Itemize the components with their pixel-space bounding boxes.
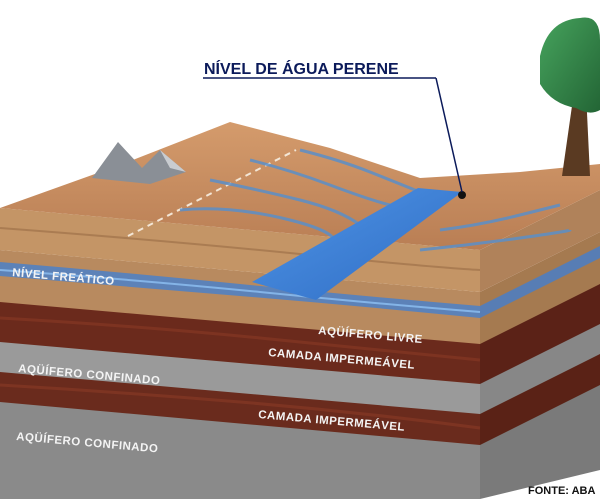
impermeable-lower-streak xyxy=(0,383,481,430)
impermeable-layer-lower-side xyxy=(480,352,600,445)
impermeable-layer-upper-front xyxy=(0,300,480,384)
impermeable-layer-lower-front xyxy=(0,370,480,445)
rock-highlight xyxy=(160,150,186,172)
confined-aquifer-upper-front xyxy=(0,340,480,414)
tree-trunk xyxy=(562,92,590,176)
topsoil-front xyxy=(0,208,480,292)
source-label: FONTE: ABA xyxy=(528,485,595,497)
terrain-surface xyxy=(0,122,600,250)
confined-aquifer-bottom-side xyxy=(480,380,600,499)
water-level-marker xyxy=(458,191,466,199)
river xyxy=(252,188,462,300)
topsoil-side xyxy=(480,190,600,292)
water-table-band-light xyxy=(0,269,481,313)
confined-aquifer-bottom-front xyxy=(0,398,480,499)
impermeable-layer-upper-side xyxy=(480,282,600,384)
title-label: NÍVEL DE ÁGUA PERENE xyxy=(204,59,399,78)
title-leader-line xyxy=(435,77,463,193)
water-table-band xyxy=(0,246,600,318)
topsoil-streak xyxy=(0,227,481,271)
tree-canopy-icon xyxy=(540,17,600,113)
confined-aquifer-upper-side xyxy=(480,322,600,414)
impermeable-upper-streak xyxy=(0,316,481,362)
